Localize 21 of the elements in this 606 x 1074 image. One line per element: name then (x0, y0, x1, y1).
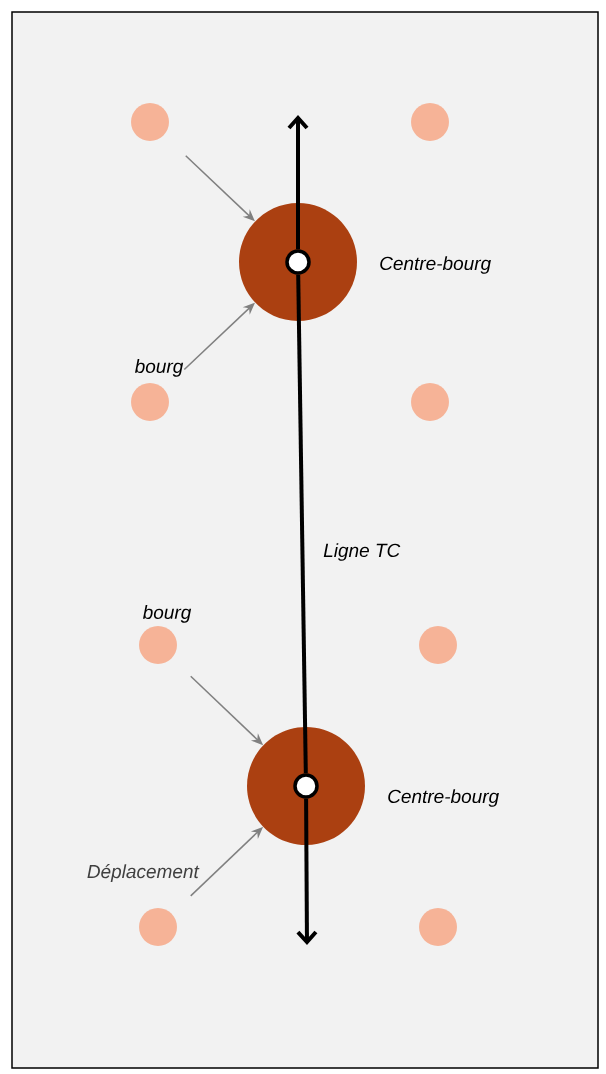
edge-label: Ligne TC (323, 543, 401, 561)
edge-label: Déplacement (87, 864, 200, 882)
small-circle (139, 626, 177, 664)
small-circle (419, 908, 457, 946)
place-label: Centre-bourg (380, 256, 491, 274)
small-circle (131, 103, 169, 141)
place-label: bourg (134, 359, 184, 377)
line (296, 274, 308, 774)
small-circle (419, 626, 457, 664)
place-label: Centre-bourg (388, 789, 499, 807)
small-circle (139, 908, 177, 946)
small-circle (411, 103, 449, 141)
arrow (296, 798, 318, 945)
station-dot (285, 249, 311, 275)
small-circle (131, 383, 169, 421)
arrow (287, 115, 309, 250)
place-label: bourg (142, 605, 192, 623)
small-circle (411, 383, 449, 421)
centre-circle (239, 203, 357, 321)
station-dot (293, 773, 319, 799)
centre-circle (247, 727, 365, 845)
